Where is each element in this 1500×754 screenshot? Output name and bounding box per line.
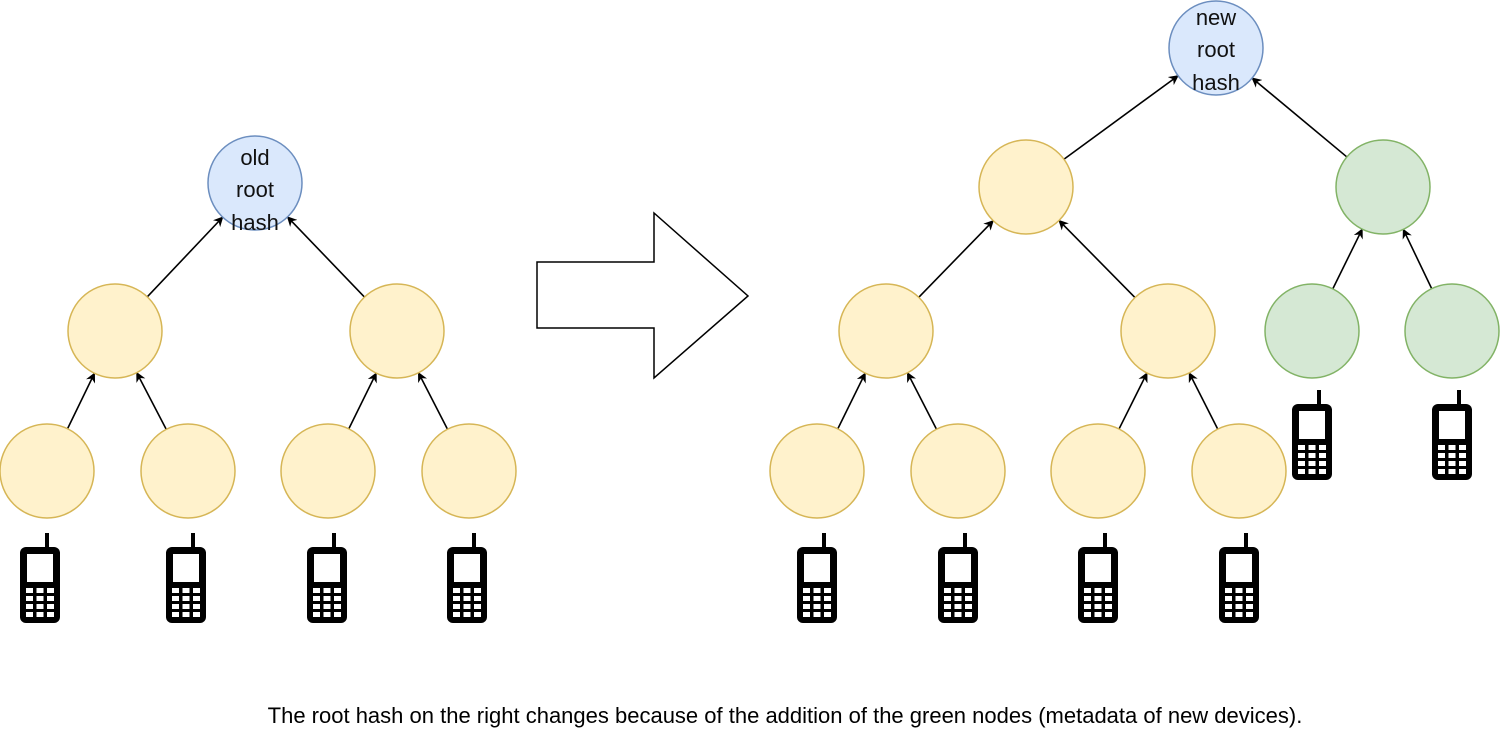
hash-edge-arrow [837,372,866,430]
new-device-phone-icon [1290,390,1334,482]
old-root-label-3: hash [231,210,279,235]
hash-node [978,139,1074,235]
device-phone-icon [936,533,980,625]
hash-node [0,423,95,519]
root-hash-node [1168,0,1264,96]
new-hash-node [1404,283,1500,379]
hash-edge-arrow [1251,77,1348,158]
new-root-label-1: new [1196,5,1236,30]
device-phone-icon [305,533,349,625]
new-device-phone-icon [1430,390,1474,482]
root-hash-node [207,135,303,231]
hash-node [910,423,1006,519]
hash-edge-arrow [918,219,994,298]
hash-edge-arrow [1058,219,1136,299]
hash-node [140,423,236,519]
hash-edge-arrow [1332,228,1363,290]
device-phone-icon [1217,533,1261,625]
hash-edge-arrow [1402,228,1433,289]
old-root-label-1: old [240,145,269,170]
hash-node [1120,283,1216,379]
hash-edge-arrow [136,371,167,430]
hash-node [838,283,934,379]
hash-edge-arrow [418,371,449,430]
device-phone-icon [1076,533,1120,625]
hash-node [280,423,376,519]
new-hash-node [1335,139,1431,235]
hash-node [1191,423,1287,519]
hash-edge-arrow [1188,372,1219,430]
diagram-caption: The root hash on the right changes becau… [267,703,1303,728]
transition-arrow [536,211,750,380]
hash-edge-arrow [286,216,366,298]
hash-edge-arrow [1063,75,1179,160]
new-root-label-3: hash [1192,70,1240,95]
hash-edge-arrow [1118,372,1148,430]
device-phone-icon [164,533,208,625]
hash-edge-arrow [66,372,96,430]
hash-edge-arrow [907,371,938,430]
device-phone-icon [18,533,62,625]
new-root-label-2: root [1197,37,1235,62]
device-phone-icon [795,533,839,625]
hash-edge-arrow [146,216,224,298]
hash-edge-arrow [348,372,377,430]
hash-node [1050,423,1146,519]
hash-node [67,283,163,379]
device-phone-icon [445,533,489,625]
hash-node [421,423,517,519]
hash-node [769,423,865,519]
hash-node [349,283,445,379]
old-root-label-2: root [236,177,274,202]
new-hash-node [1264,283,1360,379]
